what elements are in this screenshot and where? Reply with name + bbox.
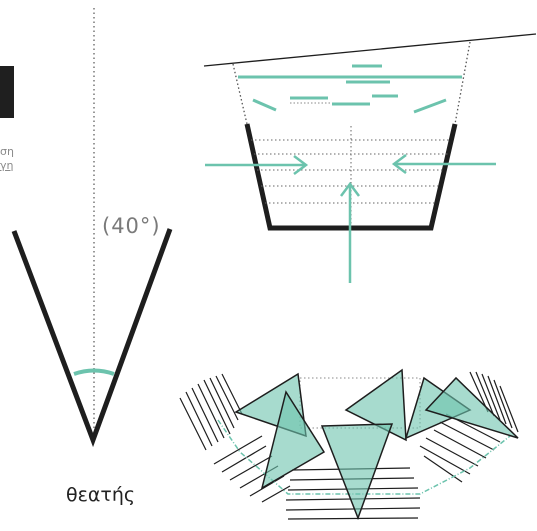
black-block	[0, 66, 14, 118]
edge-label-bottom: γη	[0, 159, 14, 172]
viewer-label: θεατής	[66, 484, 136, 506]
arrow-right	[391, 154, 496, 174]
stage-outline	[299, 377, 421, 429]
section-dotted-left	[232, 63, 248, 125]
fly-bar	[413, 98, 447, 114]
angle-arc	[73, 368, 115, 376]
edge-label-top: ση	[0, 145, 14, 158]
viewing-angle-label: (40°)	[102, 214, 161, 238]
arrow-up	[340, 181, 360, 283]
viewing-cone	[11, 228, 173, 448]
section-dotted-right	[454, 41, 471, 125]
sightline-triangles	[234, 368, 519, 521]
ceiling-line	[203, 33, 537, 67]
fly-bar	[252, 98, 277, 112]
arrow-left	[205, 155, 309, 175]
auditorium-perimeter	[217, 419, 511, 495]
